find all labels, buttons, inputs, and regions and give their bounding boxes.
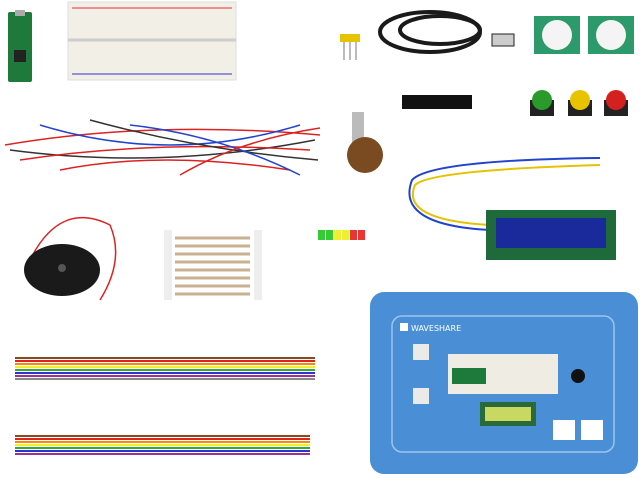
resistors <box>164 230 262 300</box>
rgb-led-strip <box>402 95 472 109</box>
pir-sensors <box>534 16 634 54</box>
push-buttons <box>530 90 628 116</box>
rainbow-ribbon-cables <box>15 357 315 455</box>
lcd-module <box>408 157 616 260</box>
box-logo-text: WAVESHARE <box>411 324 461 333</box>
leds <box>318 230 365 240</box>
storage-box: WAVESHARE <box>370 292 638 474</box>
pico-board <box>8 10 32 82</box>
potentiometer <box>347 112 383 173</box>
breadboard <box>67 1 237 81</box>
header-pins <box>340 34 360 60</box>
waveshare-logo-icon <box>400 323 408 331</box>
usb-cable <box>378 10 515 54</box>
buzzer <box>24 216 117 301</box>
jumper-wires <box>4 119 321 176</box>
